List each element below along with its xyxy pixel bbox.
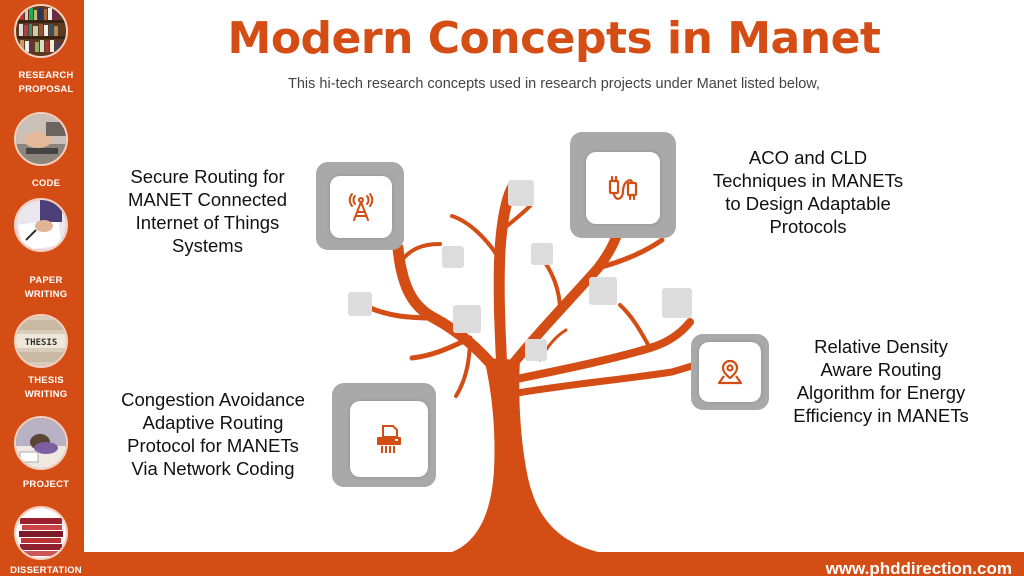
concept-text-line: MANET Connected [127, 189, 288, 210]
sidebar-item-label: WRITING [24, 289, 68, 300]
page-subtitle: This hi-tech research concepts used in r… [288, 76, 820, 92]
concept-card-secure-routing [316, 162, 404, 250]
sleeping-student-photo-icon[interactable] [14, 416, 68, 470]
concept-secure-routing: Secure Routing for MANET Connected Inter… [105, 165, 310, 257]
concept-text-line: Aware Routing [820, 359, 942, 380]
sidebar-item-label: PAPER [29, 275, 63, 286]
hand-typing-photo-icon[interactable] [14, 112, 68, 166]
concept-text-line: ACO and CLD [748, 147, 868, 168]
concept-text-line: Adaptive Routing [142, 412, 284, 433]
page-title: Modern Concepts in Manet [227, 13, 881, 64]
leaf-square [589, 277, 617, 305]
footer-bar: www.phddirection.com [84, 552, 1024, 578]
sidebar-item-paper-writing[interactable]: PAPER WRITING [0, 274, 92, 302]
usb-cable-icon [608, 175, 638, 201]
book-stack-photo-icon[interactable] [14, 506, 68, 560]
concept-card-congestion-avoidance [332, 383, 436, 487]
leaf-square [662, 288, 692, 318]
sidebar-item-label: CODE [31, 178, 61, 189]
sidebar-item-project[interactable]: PROJECT [0, 478, 92, 492]
leaf-square [348, 292, 372, 316]
thesis-blocks-photo-icon[interactable]: THESIS [14, 314, 68, 368]
signal-tower-icon [348, 193, 374, 221]
concept-text-line: Protocols [769, 216, 847, 237]
sidebar-item-label: PROPOSAL [18, 84, 74, 95]
sidebar-item-label: RESEARCH [18, 70, 74, 81]
writing-hand-photo-icon[interactable] [14, 198, 68, 252]
sidebar-item-dissertation[interactable]: DISSERTATION [0, 564, 92, 578]
concept-text-line: Efficiency in MANETs [793, 405, 969, 426]
concept-text-line: to Design Adaptable [725, 193, 891, 214]
leaf-square [525, 339, 547, 361]
concept-card-aco-cld [570, 132, 676, 238]
concept-aco-cld: ACO and CLD Techniques in MANETs to Desi… [697, 146, 919, 238]
leaf-square [453, 305, 481, 333]
concept-text-line: Relative Density [814, 336, 948, 357]
concept-text-line: Techniques in MANETs [712, 170, 904, 191]
concept-text-line: Secure Routing for [130, 166, 285, 187]
map-pin-icon [717, 359, 743, 385]
leaf-square [442, 246, 464, 268]
website-link[interactable]: www.phddirection.com [825, 559, 1012, 578]
concept-text-line: Protocol for MANETs [127, 435, 299, 456]
svg-text:THESIS: THESIS [25, 338, 58, 348]
sidebar-item-label: WRITING [24, 389, 68, 400]
sidebar-item-research-proposal[interactable]: RESEARCH PROPOSAL [0, 69, 92, 97]
concept-text-line: Congestion Avoidance [121, 389, 305, 410]
concept-text-line: Systems [172, 235, 243, 256]
concept-text-line: Internet of Things [135, 212, 280, 233]
sidebar-item-label: DISSERTATION [10, 565, 82, 576]
sidebar-item-label: PROJECT [22, 479, 70, 490]
shredder-icon [377, 425, 401, 453]
concept-congestion-avoidance: Congestion Avoidance Adaptive Routing Pr… [103, 388, 323, 480]
bookshelf-photo-icon[interactable] [14, 4, 68, 58]
sidebar-item-code[interactable]: CODE [0, 177, 92, 191]
sidebar-item-label: THESIS [28, 375, 64, 386]
sidebar-item-thesis-writing[interactable]: THESIS WRITING [0, 374, 92, 402]
leaf-square [508, 180, 534, 206]
leaf-square [531, 243, 553, 265]
concept-card-relative-density [691, 334, 769, 410]
sidebar: RESEARCH PROPOSAL CODE PAPER WRITING [0, 0, 84, 576]
concept-relative-density: Relative Density Aware Routing Algorithm… [775, 335, 987, 427]
concept-text-line: Algorithm for Energy [796, 382, 966, 403]
concept-text-line: Via Network Coding [131, 458, 295, 479]
